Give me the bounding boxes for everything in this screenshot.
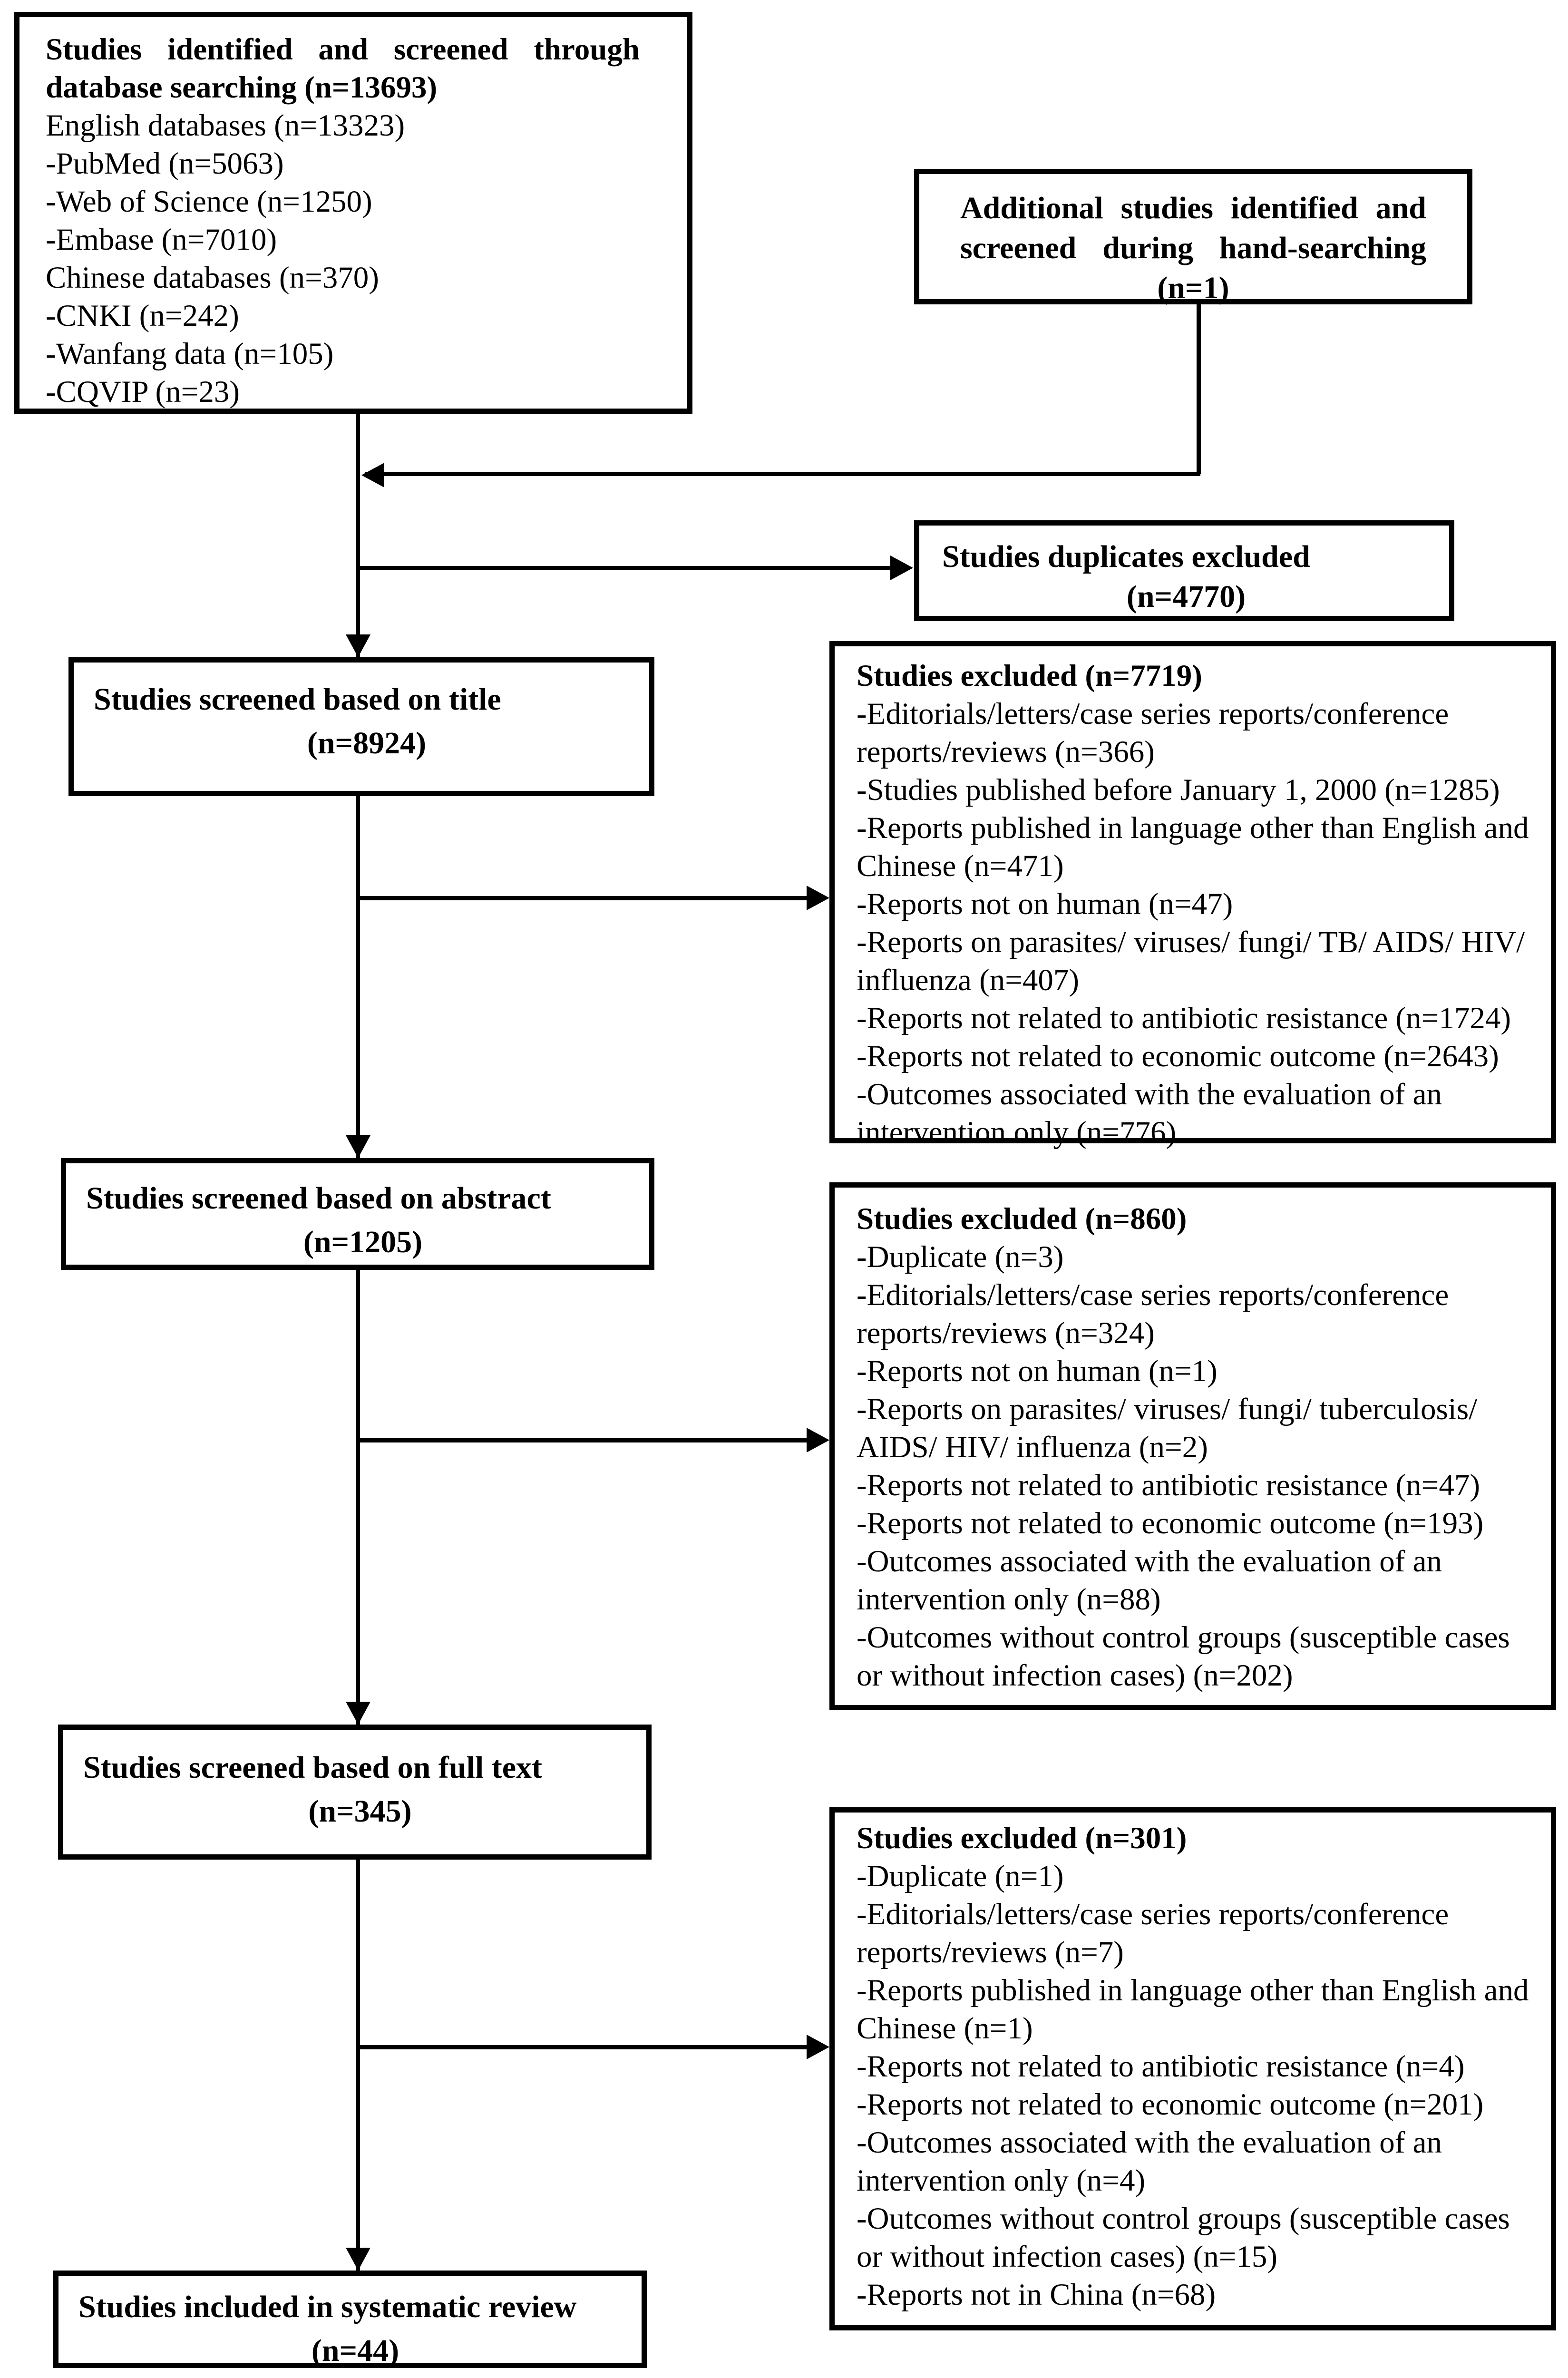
excluded-item: -Reports published in language other tha… — [857, 1973, 1529, 2046]
excluded-item: -Duplicate (n=3) — [857, 1240, 1064, 1274]
box-title: Studies duplicates excluded — [942, 539, 1310, 574]
arrowhead-right-excluded-fulltext — [807, 2035, 829, 2059]
box-count: (n=8924) — [307, 726, 427, 760]
excluded-item: -Outcomes associated with the evaluation… — [857, 1077, 1442, 1150]
arrowhead-left-merge — [361, 463, 384, 487]
excluded-item: -Editorials/letters/case series reports/… — [857, 1278, 1449, 1350]
arrowhead-down-abstract — [346, 1135, 370, 1158]
arrowhead-down-title — [346, 634, 370, 657]
excluded-item: -Outcomes without control groups (suscep… — [857, 1620, 1510, 1693]
connector-fulltext-to-included — [356, 1859, 360, 2272]
box-count: (n=44) — [311, 2333, 399, 2368]
database-item: -PubMed (n=5063) — [46, 146, 284, 181]
excluded-item: -Reports not related to antibiotic resis… — [857, 1468, 1480, 1502]
excluded-item: -Reports on parasites/ viruses/ fungi/ T… — [857, 925, 1525, 997]
arrowhead-right-duplicates — [890, 556, 913, 580]
arrowhead-down-fulltext — [346, 1702, 370, 1725]
connector-to-duplicates — [358, 566, 894, 570]
connector-title-to-abstract — [356, 795, 360, 1160]
connector-to-excluded-title — [358, 896, 809, 900]
connector-to-excluded-abstract — [358, 1438, 809, 1442]
box-excluded-fulltext-stage: Studies excluded (n=301) -Duplicate (n=1… — [829, 1807, 1556, 2330]
connector-db-to-title — [356, 412, 360, 658]
box-title: Studies included in systematic review — [78, 2290, 577, 2324]
excluded-item: -Reports not related to antibiotic resis… — [857, 2049, 1465, 2084]
box-title: Studies screened based on abstract — [86, 1181, 551, 1216]
box-title: Studies screened based on title — [94, 682, 501, 717]
box-count: (n=345) — [308, 1794, 412, 1829]
excluded-item: -Reports published in language other tha… — [857, 811, 1529, 883]
excluded-item: -Outcomes associated with the evaluation… — [857, 1544, 1442, 1617]
connector-hand-merge — [365, 472, 1200, 476]
connector-to-excluded-fulltext — [358, 2045, 809, 2049]
connector-hand-down — [1197, 302, 1201, 474]
arrowhead-right-excluded-abstract — [807, 1428, 829, 1452]
database-item: -CNKI (n=242) — [46, 299, 239, 333]
box-count: (n=1) — [1157, 271, 1229, 305]
database-item: English databases (n=13323) — [46, 108, 405, 143]
box-header: Studies excluded (n=860) — [857, 1202, 1187, 1236]
box-database-search: Studies identified and screened through … — [14, 12, 692, 414]
box-header: Studies identified and screened through … — [46, 32, 640, 105]
box-header: Studies excluded (n=301) — [857, 1821, 1187, 1855]
excluded-item: -Reports not in China (n=68) — [857, 2278, 1216, 2312]
excluded-item: -Reports not on human (n=1) — [857, 1354, 1217, 1388]
database-item: -Embase (n=7010) — [46, 223, 277, 257]
excluded-item: -Reports not related to economic outcome… — [857, 2087, 1484, 2122]
excluded-item: -Outcomes without control groups (suscep… — [857, 2202, 1510, 2274]
box-duplicates-excluded: Studies duplicates excluded (n=4770) — [914, 520, 1454, 621]
database-item: -Wanfang data (n=105) — [46, 337, 334, 371]
excluded-item: -Studies published before January 1, 200… — [857, 773, 1500, 807]
excluded-item: -Reports not on human (n=47) — [857, 887, 1233, 921]
arrowhead-right-excluded-title — [807, 886, 829, 910]
excluded-item: -Reports not related to economic outcome… — [857, 1506, 1484, 1540]
box-screened-abstract: Studies screened based on abstract (n=12… — [61, 1158, 654, 1270]
box-hand-search: Additional studies identified and screen… — [914, 169, 1472, 305]
box-excluded-abstract-stage: Studies excluded (n=860) -Duplicate (n=3… — [829, 1182, 1556, 1710]
box-header: Studies excluded (n=7719) — [857, 659, 1202, 693]
arrowhead-down-included — [346, 2248, 370, 2271]
excluded-item: -Reports on parasites/ viruses/ fungi/ t… — [857, 1392, 1478, 1464]
excluded-item: -Outcomes associated with the evaluation… — [857, 2125, 1442, 2198]
box-title: Additional studies identified and screen… — [960, 191, 1426, 265]
box-excluded-title-stage: Studies excluded (n=7719) -Editorials/le… — [829, 641, 1556, 1150]
database-item: -CQVIP (n=23) — [46, 375, 240, 409]
box-count: (n=4770) — [1126, 579, 1246, 614]
box-count: (n=1205) — [303, 1225, 423, 1259]
box-title: Studies screened based on full text — [83, 1750, 542, 1785]
box-screened-title: Studies screened based on title (n=8924) — [68, 657, 654, 796]
database-item: -Web of Science (n=1250) — [46, 185, 372, 219]
box-included-systematic-review: Studies included in systematic review (n… — [53, 2271, 647, 2368]
excluded-item: -Editorials/letters/case series reports/… — [857, 697, 1449, 769]
excluded-item: -Editorials/letters/case series reports/… — [857, 1897, 1449, 1969]
excluded-item: -Reports not related to antibiotic resis… — [857, 1001, 1511, 1035]
database-item: Chinese databases (n=370) — [46, 261, 379, 295]
excluded-item: -Duplicate (n=1) — [857, 1859, 1064, 1893]
connector-abstract-to-fulltext — [356, 1269, 360, 1726]
excluded-item: -Reports not related to economic outcome… — [857, 1039, 1499, 1073]
box-screened-fulltext: Studies screened based on full text (n=3… — [58, 1725, 652, 1860]
